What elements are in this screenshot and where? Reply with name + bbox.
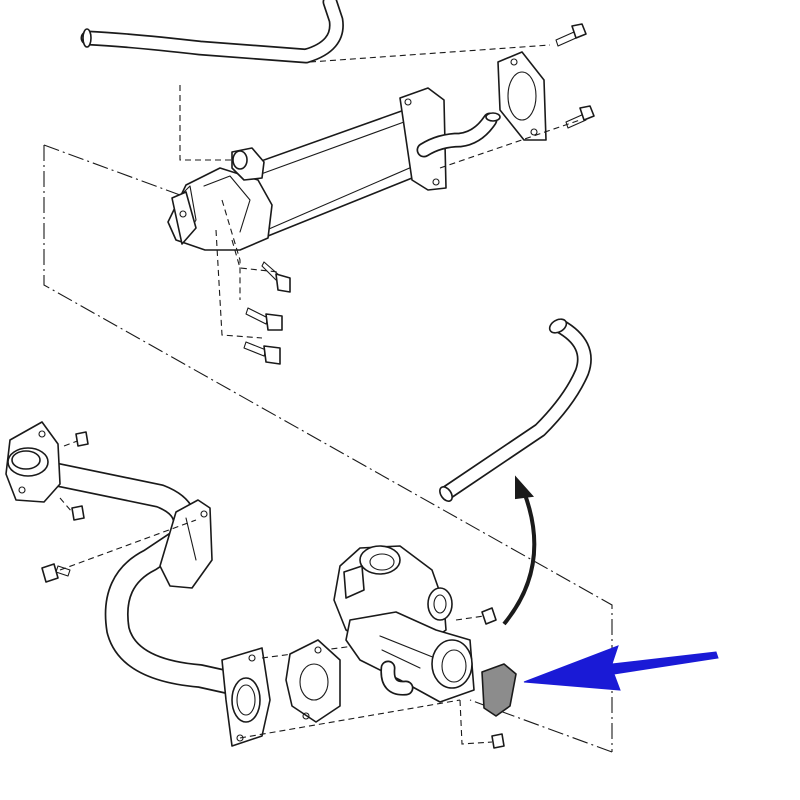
bolt-icon [243,341,281,365]
bolt-leader-line [459,699,493,745]
bolt-leader-line [221,199,241,300]
bolt-leader-line [455,615,485,621]
coolant-hose-lower [439,318,592,502]
bolt-icon [555,23,587,47]
bolt-leader-line-mid [439,119,581,169]
rotation-arrow-icon [502,475,537,626]
bolt-icon [41,563,71,583]
valve-blanking-plate [481,663,517,717]
egr-pipe [5,421,271,747]
bolt-icon [71,505,85,521]
hose-leader-line [179,85,232,161]
bolt-leader-line [59,519,197,571]
upper-coolant-hose [80,0,344,64]
gasket-leader-line [239,699,461,739]
egr-cooler [167,87,501,251]
bolt-leader-line [215,229,263,339]
bolt-leader-line [231,239,279,273]
bolt-leader-line-top [309,44,551,63]
highlight-arrow-icon [523,645,719,691]
valve-gaskets [285,639,341,723]
bolt-icon [261,261,291,293]
bolt-icon [245,307,283,331]
bolt-leader-line [59,497,73,513]
cooler-gasket [497,51,547,141]
bolt-icon [75,431,89,447]
bolt-icon [565,105,595,129]
egr-valve [333,545,505,749]
